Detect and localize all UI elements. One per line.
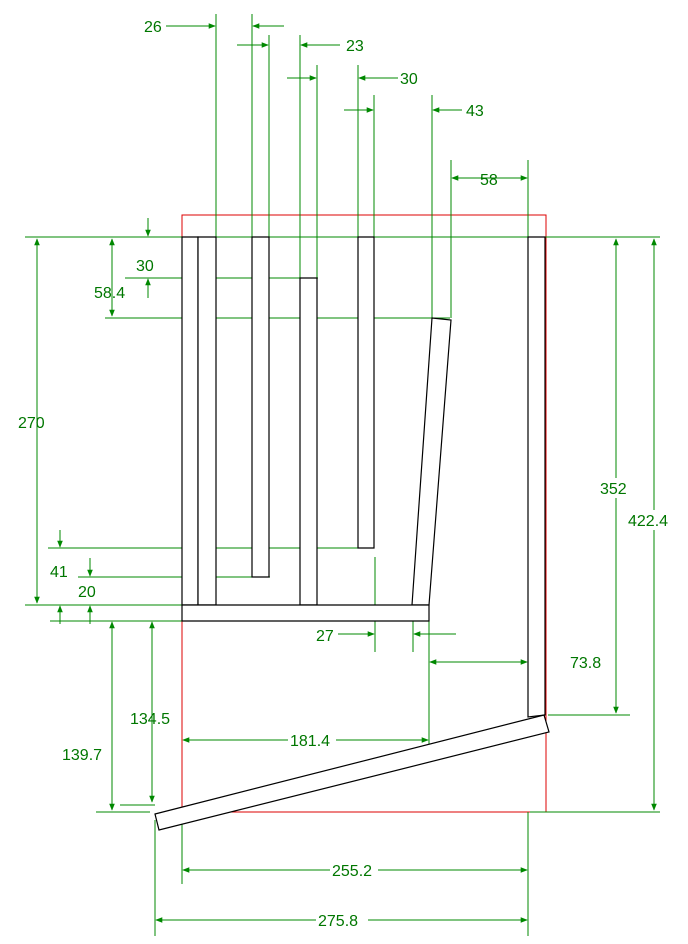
geometry xyxy=(154,236,550,831)
post-5 xyxy=(357,236,375,549)
dimension-arrows xyxy=(34,23,657,923)
post-3 xyxy=(251,236,270,578)
dim-275-8: 275.8 xyxy=(318,913,358,930)
right-post xyxy=(527,236,546,718)
dim-255-2: 255.2 xyxy=(332,863,372,880)
post-2 xyxy=(197,236,217,606)
dim-139-7: 139.7 xyxy=(62,747,102,764)
dim-270: 270 xyxy=(18,415,45,432)
dim-43: 43 xyxy=(466,103,484,120)
dim-58: 58 xyxy=(480,172,498,189)
slanted-post xyxy=(411,317,452,606)
dim-422-4: 422.4 xyxy=(628,513,668,530)
left-post xyxy=(181,236,199,606)
dim-352: 352 xyxy=(600,481,627,498)
post-4 xyxy=(299,277,318,606)
dimension-labels: 26 23 30 43 58 30 58.4 270 352 422.4 41 … xyxy=(18,19,676,930)
base-plate xyxy=(181,604,430,622)
dim-23: 23 xyxy=(346,38,364,55)
dim-181-4: 181.4 xyxy=(290,733,330,750)
dim-30-top: 30 xyxy=(400,71,418,88)
dim-73-8: 73.8 xyxy=(570,655,601,672)
dim-58-4: 58.4 xyxy=(94,285,125,302)
extension-lines xyxy=(25,14,660,936)
dim-27: 27 xyxy=(316,628,334,645)
dim-30-left: 30 xyxy=(136,258,154,275)
dim-134-5: 134.5 xyxy=(130,711,170,728)
dim-20: 20 xyxy=(78,584,96,601)
slanted-beam xyxy=(154,714,550,831)
dim-41: 41 xyxy=(50,564,68,581)
dim-26: 26 xyxy=(144,19,162,36)
